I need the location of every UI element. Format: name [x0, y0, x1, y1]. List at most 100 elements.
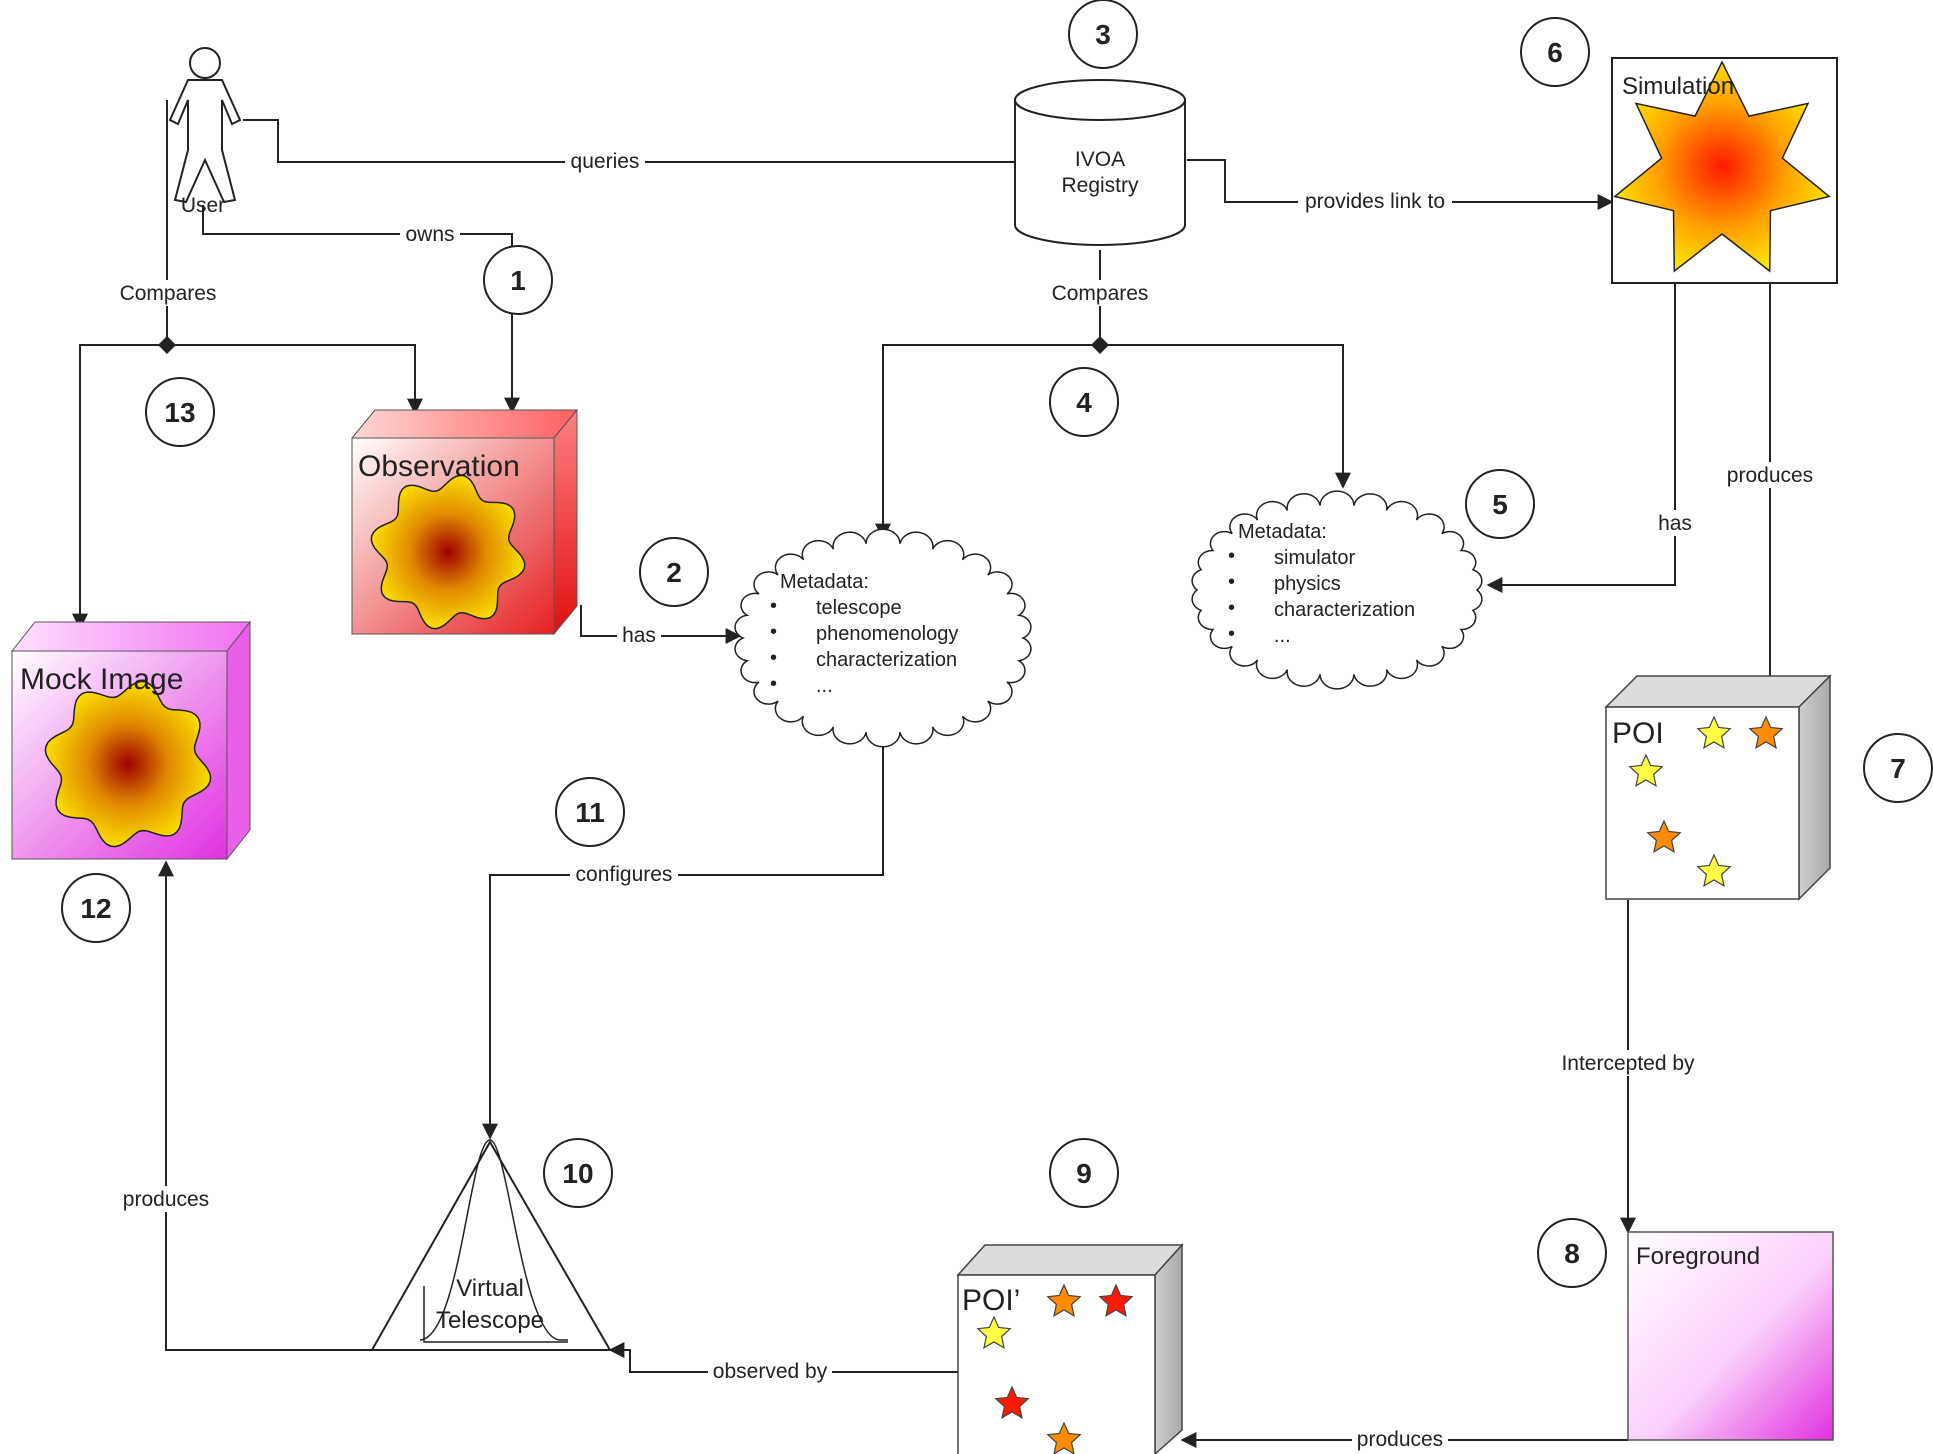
- telescope-label-line1: Virtual: [456, 1275, 524, 1302]
- compares-right-connector: [875, 344, 1351, 540]
- foreground-node: [1627, 1231, 1834, 1441]
- observation-label: Observation: [358, 450, 520, 483]
- user-label: User: [181, 194, 225, 217]
- step-circle-3: [1068, 0, 1138, 69]
- edge-labels: queries owns Compares Compares provides …: [112, 148, 1822, 1452]
- step-circle-7: [1863, 733, 1933, 803]
- metadata-obs-item-1: telescope: [816, 597, 902, 619]
- metadata-obs-bullet-2: •: [770, 621, 777, 643]
- step-circle-11: [555, 777, 625, 847]
- poi-prime-node: [956, 1243, 1184, 1454]
- has-obs-connector: [580, 605, 742, 644]
- metadata-sim-bullet-3: •: [1228, 597, 1235, 619]
- metadata-observation-cloud: Metadata: • telescope • phenomenology • …: [734, 528, 1032, 748]
- poi-star-icon-1: [1696, 715, 1732, 749]
- produces-mock-connector: [158, 860, 372, 1351]
- telescope-axes-icon: [423, 1286, 568, 1343]
- step-circle-12: [61, 873, 131, 943]
- metadata-sim-item-2: physics: [1274, 573, 1341, 595]
- label-provides-link: provides link to: [1305, 190, 1445, 213]
- poi-node: [1604, 674, 1832, 901]
- metadata-sim-item-4: ...: [1274, 625, 1291, 647]
- label-compares-left: Compares: [120, 282, 217, 305]
- poi-prime-star-icon-4: [994, 1385, 1030, 1419]
- poi-prime-star-icon-1: [1046, 1283, 1082, 1317]
- mock-image-node: [10, 620, 252, 861]
- metadata-sim-title: Metadata:: [1238, 521, 1327, 543]
- step-circle-9: [1049, 1138, 1119, 1208]
- poi-star-icon-2: [1748, 715, 1784, 749]
- metadata-obs-title: Metadata:: [780, 571, 869, 593]
- step-number-11: 11: [575, 797, 605, 828]
- simulation-star-icon: [1613, 60, 1831, 273]
- poi-prime-star-icon-2: [1098, 1283, 1134, 1317]
- mock-image-blob-icon: [44, 680, 212, 848]
- telescope-curve-icon: [419, 1139, 568, 1341]
- poi-star-icon-5: [1696, 853, 1732, 887]
- simulation-label: Simulation: [1622, 73, 1734, 100]
- configures-connector: [482, 730, 884, 1140]
- has-sim-connector: [1486, 280, 1676, 593]
- step-number-2: 2: [666, 557, 682, 588]
- label-compares-right: Compares: [1052, 282, 1149, 305]
- queries-connector: [243, 119, 1015, 163]
- ivoa-registry-node: [1014, 79, 1186, 246]
- poi-prime-label: POI’: [962, 1284, 1020, 1317]
- poi-prime-stars: [976, 1283, 1134, 1454]
- label-queries: queries: [571, 150, 640, 173]
- foreground-label: Foreground: [1636, 1243, 1760, 1270]
- step-number-13: 13: [164, 397, 195, 428]
- label-has-sim: has: [1658, 512, 1692, 535]
- poi-label: POI: [1612, 717, 1664, 750]
- metadata-sim-bullet-2: •: [1228, 571, 1235, 593]
- label-produces-mock: produces: [123, 1188, 209, 1211]
- step-number-1: 1: [510, 265, 526, 296]
- virtual-telescope-node: [370, 1139, 612, 1351]
- registry-label-line2: Registry: [1061, 174, 1139, 197]
- metadata-sim-bullet-1: •: [1228, 545, 1235, 567]
- step-circle-4: [1049, 367, 1119, 437]
- step-number-4: 4: [1076, 387, 1092, 418]
- poi-star-icon-3: [1628, 753, 1664, 787]
- observation-node: [350, 408, 579, 636]
- label-owns: owns: [405, 223, 454, 246]
- poi-prime-star-icon-3: [976, 1315, 1012, 1349]
- telescope-label-line2: Telescope: [436, 1307, 544, 1334]
- metadata-sim-item-1: simulator: [1274, 547, 1355, 569]
- step-circle-5: [1465, 469, 1535, 539]
- mock-image-label: Mock Image: [20, 663, 183, 696]
- step-number-5: 5: [1492, 489, 1508, 520]
- metadata-obs-item-4: ...: [816, 675, 833, 697]
- metadata-obs-bullet-4: •: [770, 673, 777, 695]
- label-intercepted: Intercepted by: [1561, 1052, 1695, 1075]
- metadata-obs-item-3: characterization: [816, 649, 957, 671]
- step-circle-13: [145, 377, 215, 447]
- step-number-3: 3: [1095, 19, 1111, 50]
- step-circle-2: [639, 537, 709, 607]
- label-produces-fg: produces: [1357, 1428, 1443, 1451]
- metadata-simulation-cloud: Metadata: • simulator • physics • charac…: [1191, 490, 1483, 690]
- label-has-obs: has: [622, 624, 656, 647]
- step-circle-1: [483, 245, 553, 315]
- step-circle-10: [543, 1138, 613, 1208]
- step-number-8: 8: [1564, 1238, 1580, 1269]
- step-number-6: 6: [1547, 37, 1563, 68]
- metadata-obs-item-2: phenomenology: [816, 623, 958, 645]
- poi-prime-star-icon-5: [1046, 1421, 1082, 1454]
- step-number-10: 10: [562, 1158, 593, 1189]
- step-circle-8: [1537, 1218, 1607, 1288]
- user-figure: [168, 47, 242, 204]
- owns-connector: [202, 205, 520, 414]
- step-circle-6: [1520, 17, 1590, 87]
- metadata-obs-bullet-1: •: [770, 595, 777, 617]
- step-number-12: 12: [80, 893, 111, 924]
- label-observed-by: observed by: [713, 1360, 828, 1383]
- poi-stars: [1628, 715, 1784, 887]
- label-configures: configures: [576, 863, 673, 886]
- simulation-node: [1611, 57, 1838, 284]
- compares-left-connector: [72, 344, 423, 630]
- label-produces-poi: produces: [1727, 464, 1813, 487]
- step-number-7: 7: [1890, 753, 1906, 784]
